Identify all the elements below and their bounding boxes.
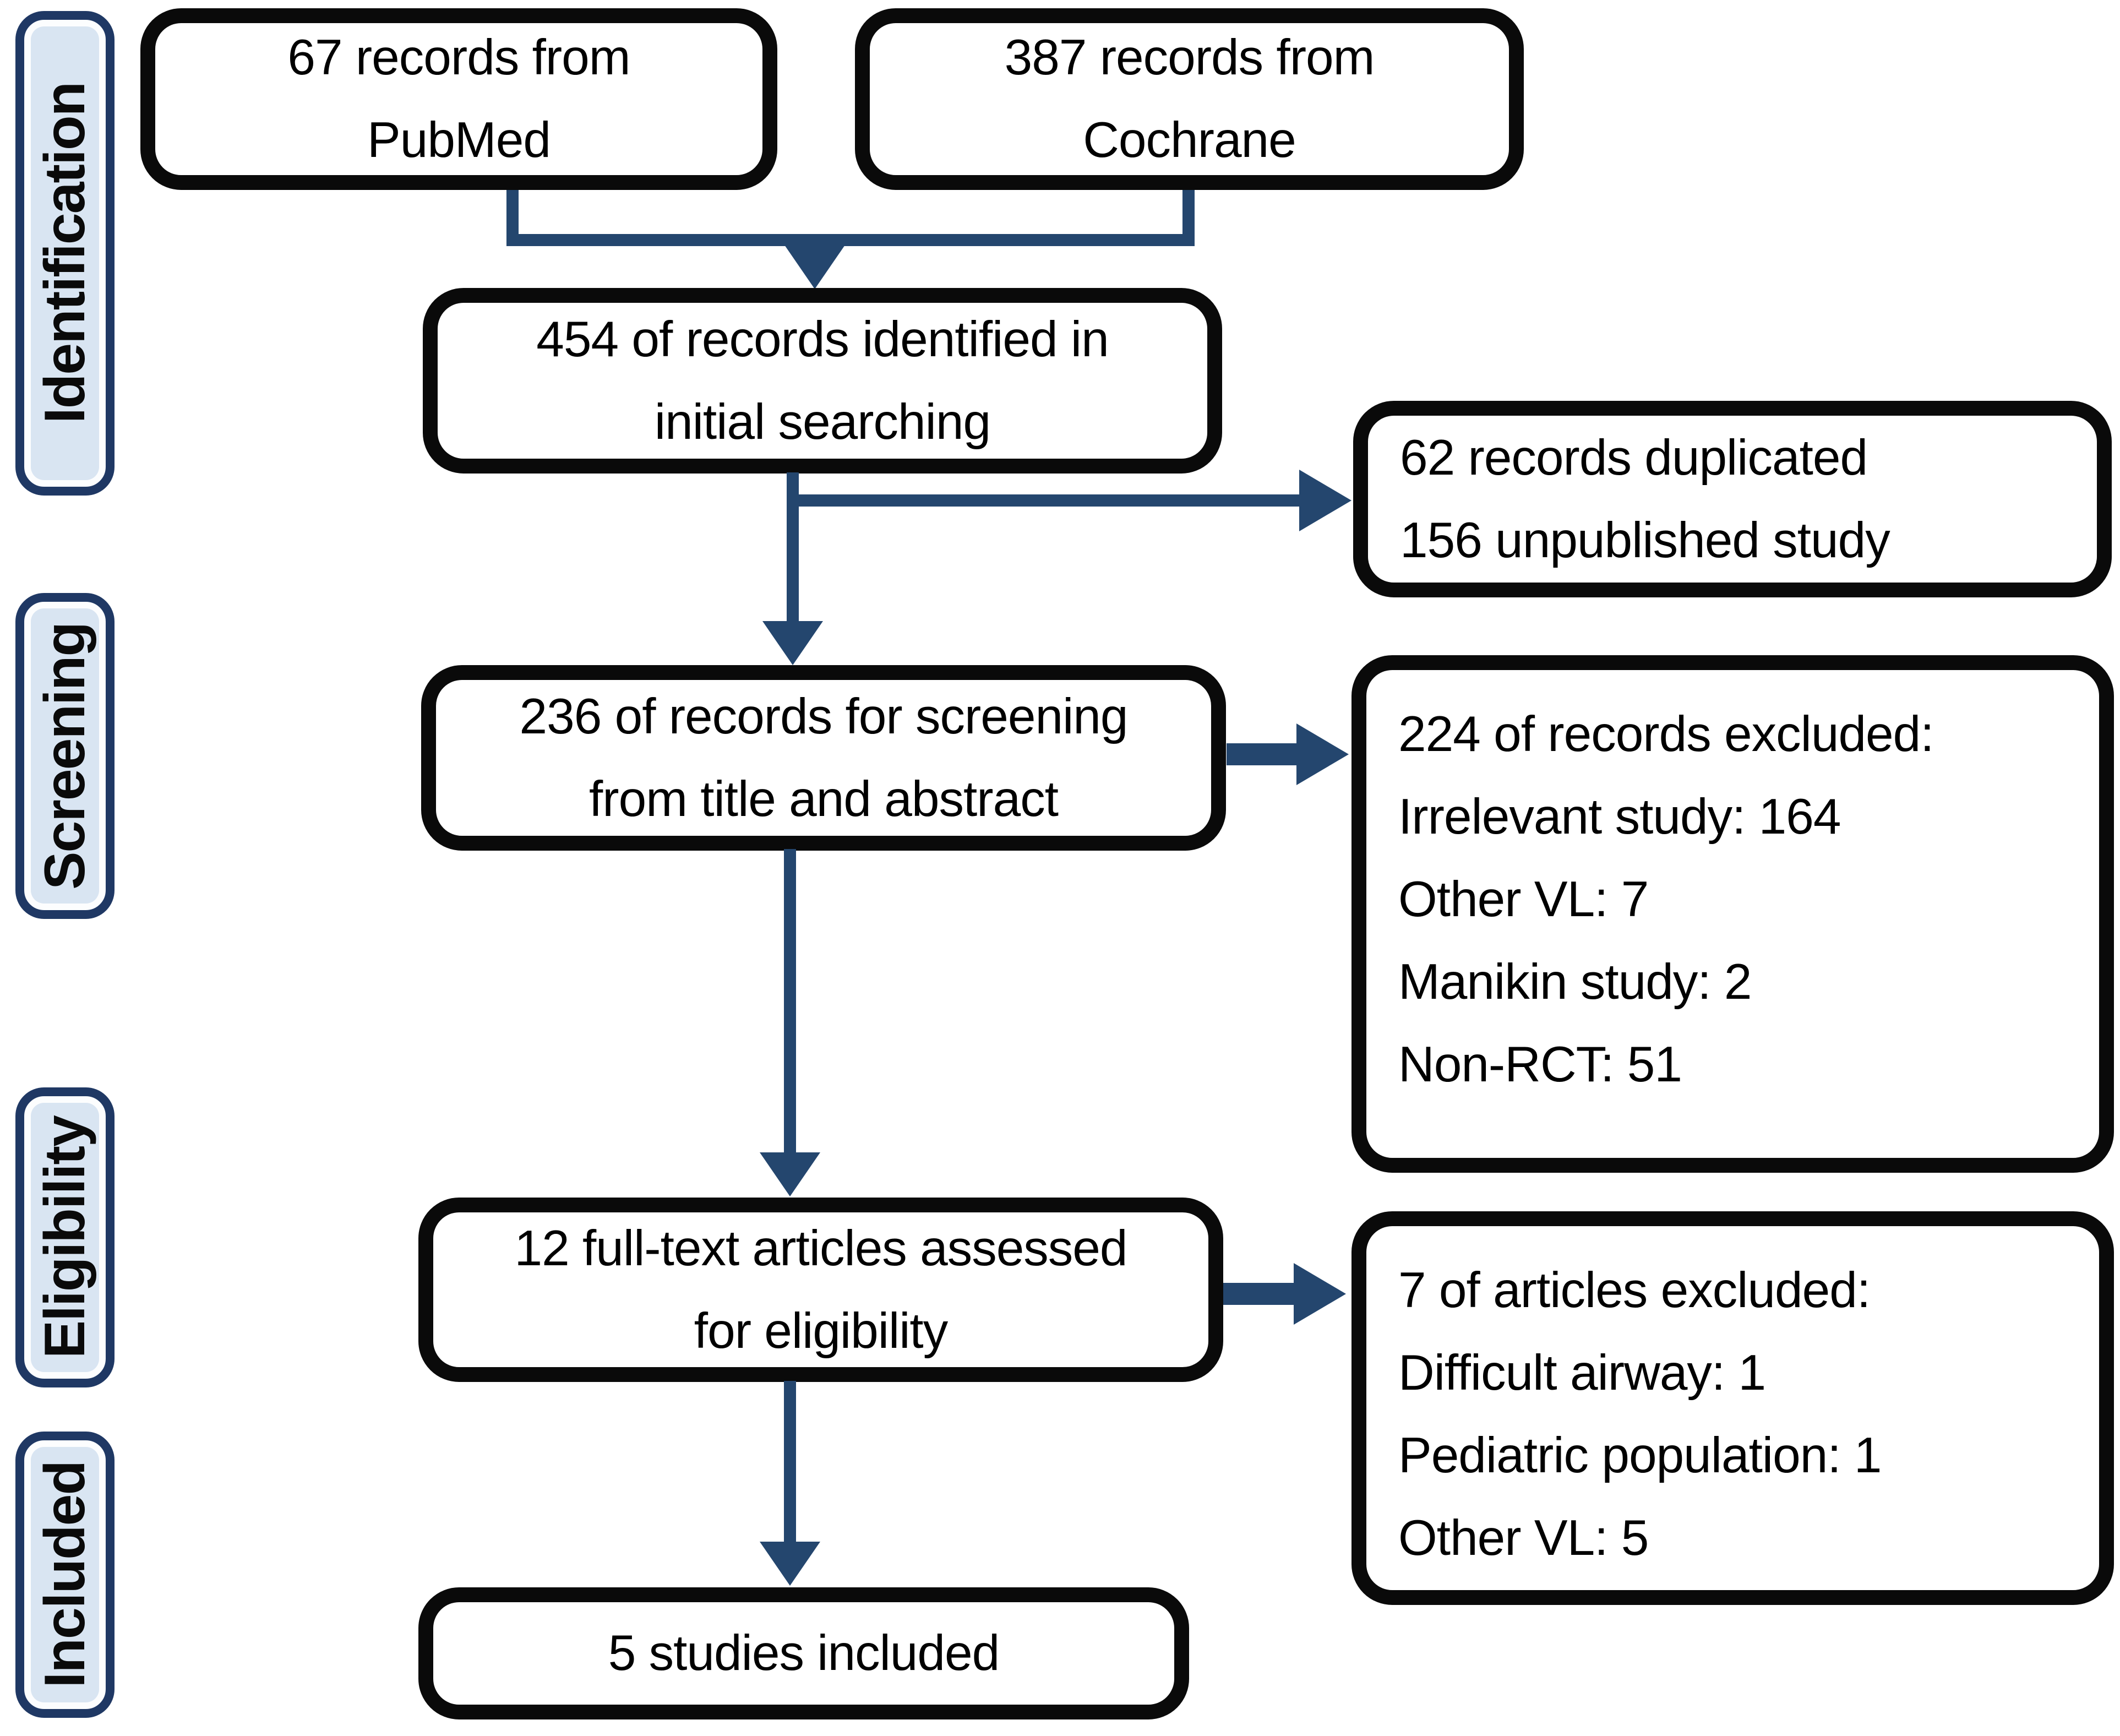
box-line: 224 of records excluded: (1398, 706, 1934, 762)
arrowhead-right-icon (1299, 470, 1351, 531)
box-line: from title and abstract (589, 771, 1059, 827)
stage-label-identification: Identification (15, 11, 115, 496)
connector-cochrane-down (1182, 190, 1195, 246)
box-line: Other VL: 5 (1398, 1510, 1649, 1566)
box-line: 62 records duplicated (1400, 429, 1868, 486)
box-line: 236 of records for screening (519, 688, 1128, 744)
box-line: 67 records from (287, 30, 630, 85)
connector-pubmed-down (506, 190, 519, 246)
box-fulltext-assessed: 12 full-text articles assessed for eligi… (418, 1198, 1223, 1382)
arrowhead-down-icon (760, 1542, 820, 1586)
box-records-cochrane: 387 records from Cochrane (855, 8, 1524, 190)
stage-label-text: Eligibility (32, 1116, 97, 1359)
arrowhead-down-icon (760, 1152, 820, 1196)
arrowhead-down-icon (784, 245, 845, 289)
connector-screening-excluded (1227, 743, 1301, 765)
box-line: Other VL: 7 (1398, 872, 1649, 927)
arrowhead-down-icon (762, 621, 823, 665)
connector-identified-down (787, 472, 799, 624)
box-line: PubMed (367, 112, 551, 168)
box-line: Cochrane (1083, 112, 1296, 168)
box-records-screening: 236 of records for screening from title … (421, 665, 1226, 851)
box-studies-included: 5 studies included (418, 1587, 1189, 1719)
box-line: 156 unpublished study (1400, 512, 1890, 568)
box-line: Irrelevant study: 164 (1398, 789, 1841, 845)
box-records-identified: 454 of records identified in initial sea… (423, 288, 1222, 474)
connector-fulltext-down (784, 1381, 796, 1543)
box-records-pubmed: 67 records from PubMed (140, 8, 777, 190)
box-line: Non-RCT: 51 (1398, 1037, 1682, 1092)
box-records-duplicated: 62 records duplicated 156 unpublished st… (1353, 401, 2112, 597)
box-line: 387 records from (1004, 30, 1375, 85)
connector-duplicated-branch (787, 494, 1307, 507)
box-line: 7 of articles excluded: (1398, 1262, 1871, 1318)
box-line: 454 of records identified in (536, 311, 1109, 367)
box-line: Manikin study: 2 (1398, 954, 1752, 1010)
box-line: Pediatric population: 1 (1398, 1428, 1882, 1483)
connector-fulltext-excluded (1223, 1283, 1298, 1305)
arrowhead-right-icon (1294, 1263, 1346, 1325)
box-records-excluded: 224 of records excluded: Irrelevant stud… (1351, 655, 2114, 1173)
box-line: 5 studies included (608, 1625, 1000, 1681)
arrowhead-right-icon (1296, 723, 1349, 785)
box-line: initial searching (654, 394, 991, 450)
box-line: for eligibility (694, 1303, 948, 1359)
stage-label-text: Identification (32, 83, 97, 424)
box-line: Difficult airway: 1 (1398, 1345, 1766, 1401)
box-line: 12 full-text articles assessed (514, 1220, 1127, 1276)
stage-label-text: Included (32, 1461, 97, 1688)
connector-screening-down (784, 849, 796, 1153)
box-articles-excluded: 7 of articles excluded: Difficult airway… (1351, 1211, 2114, 1605)
stage-label-screening: Screening (15, 593, 115, 919)
stage-label-text: Screening (32, 622, 97, 890)
stage-label-included: Included (15, 1432, 115, 1718)
stage-label-eligibility: Eligibility (15, 1087, 115, 1387)
connector-merge-horizontal (506, 234, 1195, 246)
